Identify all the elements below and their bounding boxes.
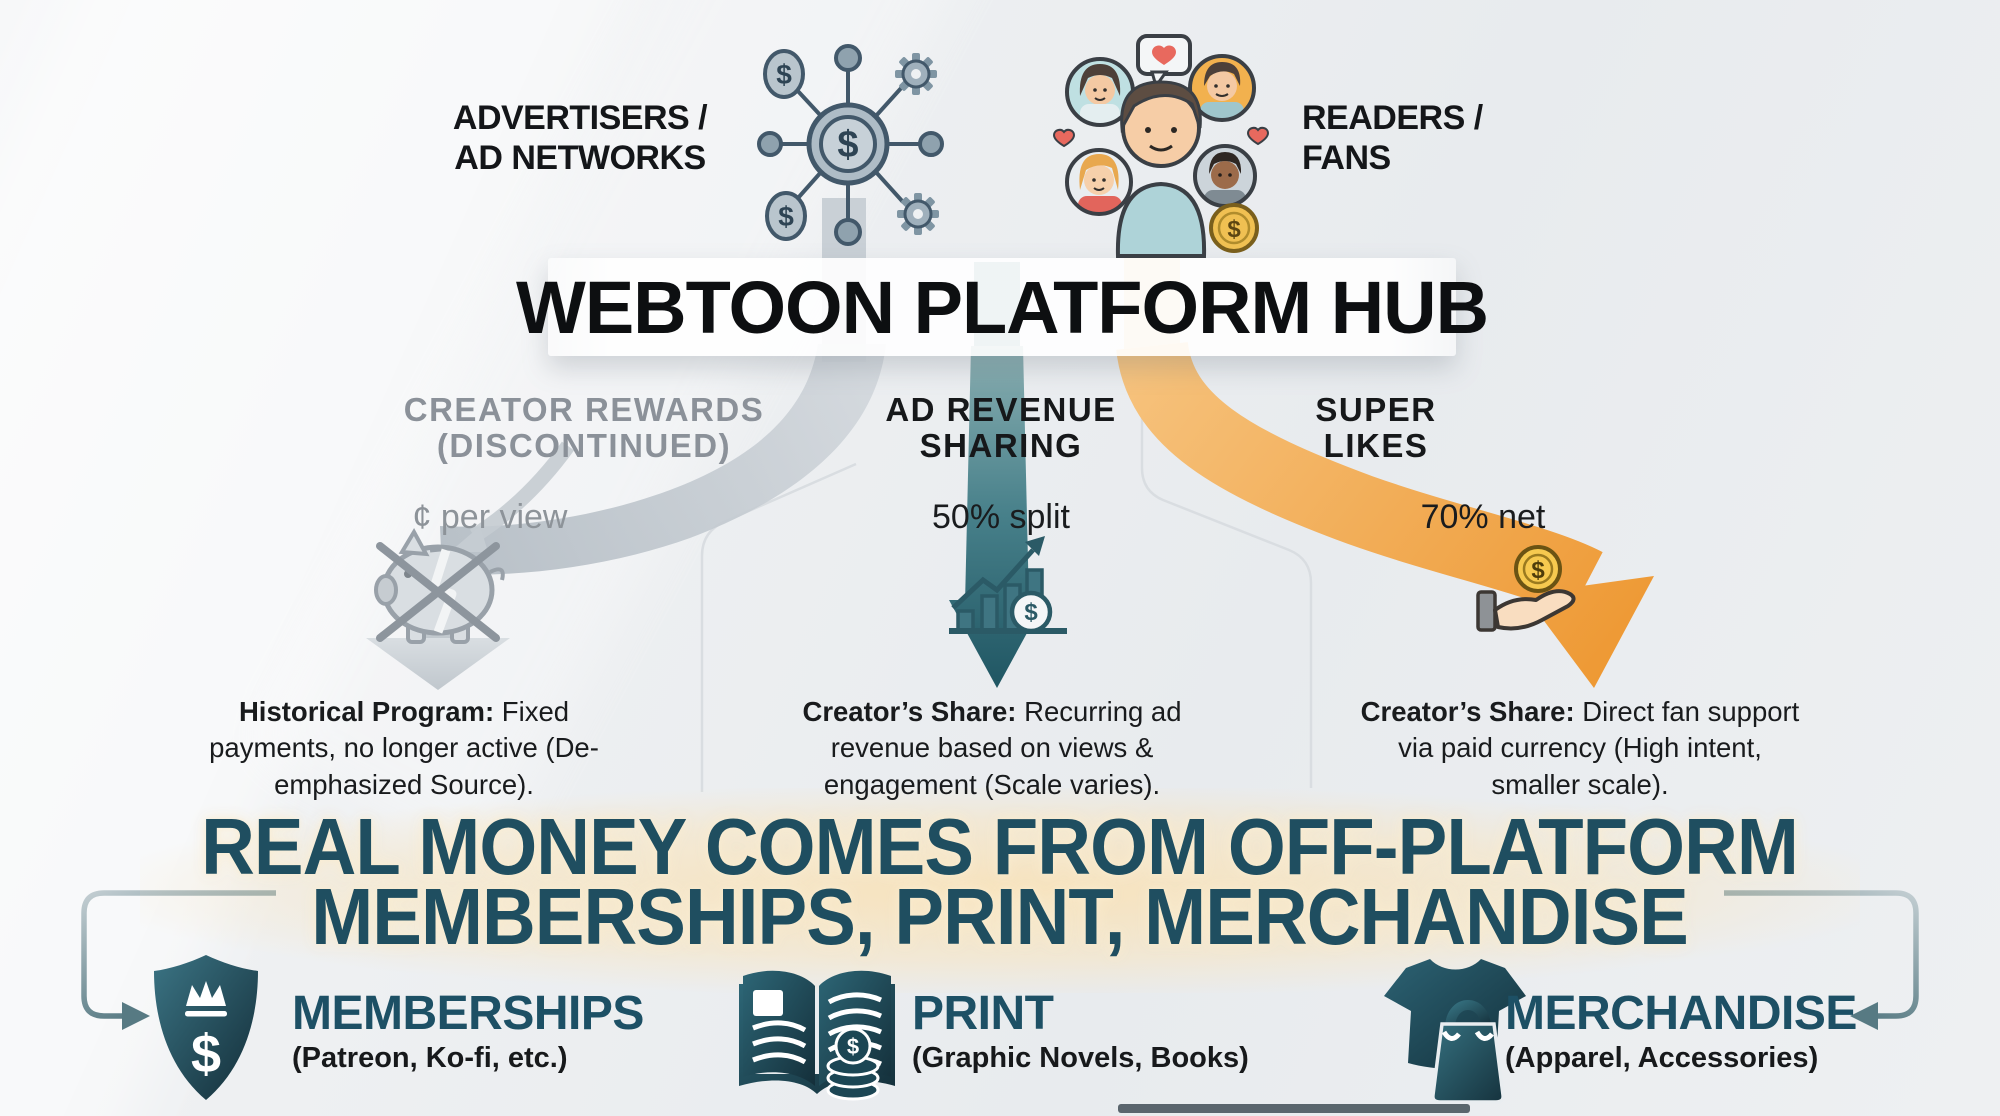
- super-likes-description: Creator’s Share: Direct fan support via …: [1360, 694, 1800, 803]
- right-bracket-arrow: [1724, 890, 1919, 1019]
- svg-text:$: $: [837, 124, 858, 166]
- svg-text:$: $: [778, 201, 794, 232]
- broken-piggy-bank-icon: [366, 441, 575, 690]
- stream-label-line: SUPER: [1315, 391, 1437, 428]
- svg-text:$: $: [1227, 216, 1241, 243]
- svg-text:$: $: [847, 1034, 859, 1059]
- right-bracket-arrowhead: [1850, 1002, 1878, 1030]
- svg-text:$: $: [1024, 599, 1038, 626]
- rewards-down-arrowhead: [366, 638, 510, 690]
- headline: REAL MONEY COMES FROM OFF-PLATFORM MEMBE…: [0, 806, 2000, 962]
- ad-revenue-ribbon: [965, 346, 1029, 604]
- stream-label-line: CREATOR REWARDS: [403, 391, 765, 428]
- shield-crown-dollar-icon: $: [154, 955, 258, 1100]
- open-book-coins-icon: $: [739, 970, 895, 1101]
- merchandise-subtitle: (Apparel, Accessories): [1505, 1042, 1819, 1074]
- advertisers-label: ADVERTISERS / AD NETWORKS: [420, 98, 740, 178]
- readers-label: READERS / FANS: [1302, 98, 1662, 178]
- advertisers-label-line2: AD NETWORKS: [454, 139, 706, 178]
- print-title: PRINT: [912, 987, 1054, 1040]
- description-lead: Historical Program:: [238, 696, 495, 727]
- column-divider-line: [1140, 414, 1313, 788]
- stream-label-line: SHARING: [919, 426, 1083, 464]
- tshirt-shopping-bag-icon: [1384, 959, 1526, 1104]
- creator-rewards-rate: ¢ per view: [412, 498, 568, 536]
- print-subtitle: (Graphic Novels, Books): [912, 1042, 1249, 1074]
- stream-label-line: LIKES: [1323, 426, 1429, 464]
- description-body: Recurring ad revenue based on views & en…: [823, 696, 1182, 800]
- ad-revenue-description: Creator’s Share: Recurring ad revenue ba…: [772, 694, 1212, 803]
- description-lead: Creator’s Share:: [802, 696, 1017, 727]
- advertisers-label-line1: ADVERTISERS /: [452, 99, 708, 137]
- stream-ad-revenue-label: AD REVENUE SHARING: [806, 392, 1196, 463]
- readers-label-line2: FANS: [1302, 139, 1391, 178]
- stream-label-line: (DISCONTINUED): [436, 426, 732, 464]
- readers-label-line1: READERS /: [1302, 99, 1483, 137]
- memberships-title: MEMBERSHIPS: [292, 987, 644, 1040]
- ad-network-icon: $ $ $: [757, 44, 944, 246]
- headline-line2: MEMBERSHIPS, PRINT, MERCHANDISE: [311, 872, 1690, 962]
- super-likes-rate: 70% net: [1420, 498, 1546, 536]
- coin-stack: $: [826, 1027, 880, 1101]
- creator-rewards-description: Historical Program: Fixed payments, no l…: [184, 694, 624, 803]
- description-lead: Creator’s Share:: [1360, 696, 1575, 727]
- svg-text:$: $: [1531, 557, 1545, 584]
- merchandise-title: MERCHANDISE: [1505, 987, 1857, 1040]
- description-body: Direct fan support via paid currency (Hi…: [1398, 696, 1800, 800]
- memberships-subtitle: (Patreon, Ko-fi, etc.): [292, 1042, 568, 1074]
- hand-coin-icon: $: [1476, 545, 1576, 632]
- bottom-shadow-bar: [1118, 1104, 1470, 1113]
- fans-community-icon: $: [1052, 34, 1270, 258]
- platform-hub-title: WEBTOON PLATFORM HUB: [515, 265, 1489, 349]
- ad-revenue-rate: 50% split: [932, 498, 1070, 536]
- platform-hub-band: WEBTOON PLATFORM HUB: [516, 258, 1489, 356]
- stream-label-line: AD REVENUE: [885, 391, 1117, 428]
- stream-creator-rewards-label: CREATOR REWARDS (DISCONTINUED): [389, 392, 779, 463]
- svg-text:$: $: [191, 1024, 221, 1084]
- svg-text:$: $: [776, 59, 792, 90]
- stream-super-likes-label: SUPER LIKES: [1226, 392, 1526, 463]
- bar-chart-coin-icon: $: [949, 536, 1067, 634]
